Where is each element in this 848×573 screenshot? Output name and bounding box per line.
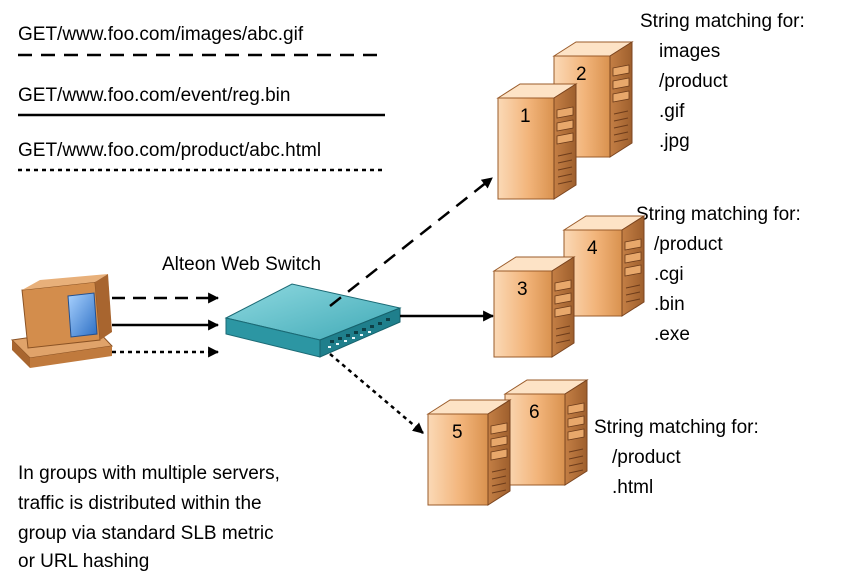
server-tower-icon: 3 <box>492 256 576 358</box>
note-line: traffic is distributed within the <box>18 493 262 514</box>
group1-rule: .jpg <box>659 131 690 152</box>
server-tower-icon: 5 <box>426 399 512 506</box>
group2-heading: String matching for: <box>636 204 801 225</box>
group1-rule: /product <box>659 71 728 92</box>
server-number-label: 3 <box>517 279 528 300</box>
server-number-label: 4 <box>587 238 598 259</box>
server-number-label: 2 <box>576 64 587 85</box>
request-html-label: GET/www.foo.com/product/abc.html <box>18 140 322 161</box>
group2-rule: .bin <box>654 294 685 315</box>
group1-rule: images <box>659 41 721 62</box>
group2-rule: .cgi <box>654 264 684 285</box>
request-gif-label: GET/www.foo.com/images/abc.gif <box>18 24 304 45</box>
group1-heading: String matching for: <box>640 11 805 32</box>
group3-rule: .html <box>612 477 654 498</box>
group2-rule: /product <box>654 234 723 255</box>
group3-rule: /product <box>612 447 681 468</box>
server-tower-icon: 1 <box>496 83 578 200</box>
switch-to-group3-dotted <box>329 353 424 434</box>
server-tower-icon: 4 <box>562 215 646 317</box>
note-line: group via standard SLB metric <box>18 523 274 544</box>
server-number-label: 1 <box>520 106 531 127</box>
network-switch-icon <box>224 283 402 358</box>
note-line: or URL hashing <box>18 551 150 572</box>
group2-rule: .exe <box>654 324 690 345</box>
server-number-label: 5 <box>452 422 463 443</box>
request-bin-label: GET/www.foo.com/event/reg.bin <box>18 85 291 106</box>
switch-label: Alteon Web Switch <box>162 254 322 275</box>
group3-heading: String matching for: <box>594 417 759 438</box>
group1-rule: .gif <box>659 101 685 122</box>
server-number-label: 6 <box>529 402 540 423</box>
switch-to-group1-dashed <box>329 177 493 307</box>
desktop-computer-icon <box>10 274 114 368</box>
note-line: In groups with multiple servers, <box>18 463 280 484</box>
server-tower-icon: 6 <box>503 379 589 486</box>
